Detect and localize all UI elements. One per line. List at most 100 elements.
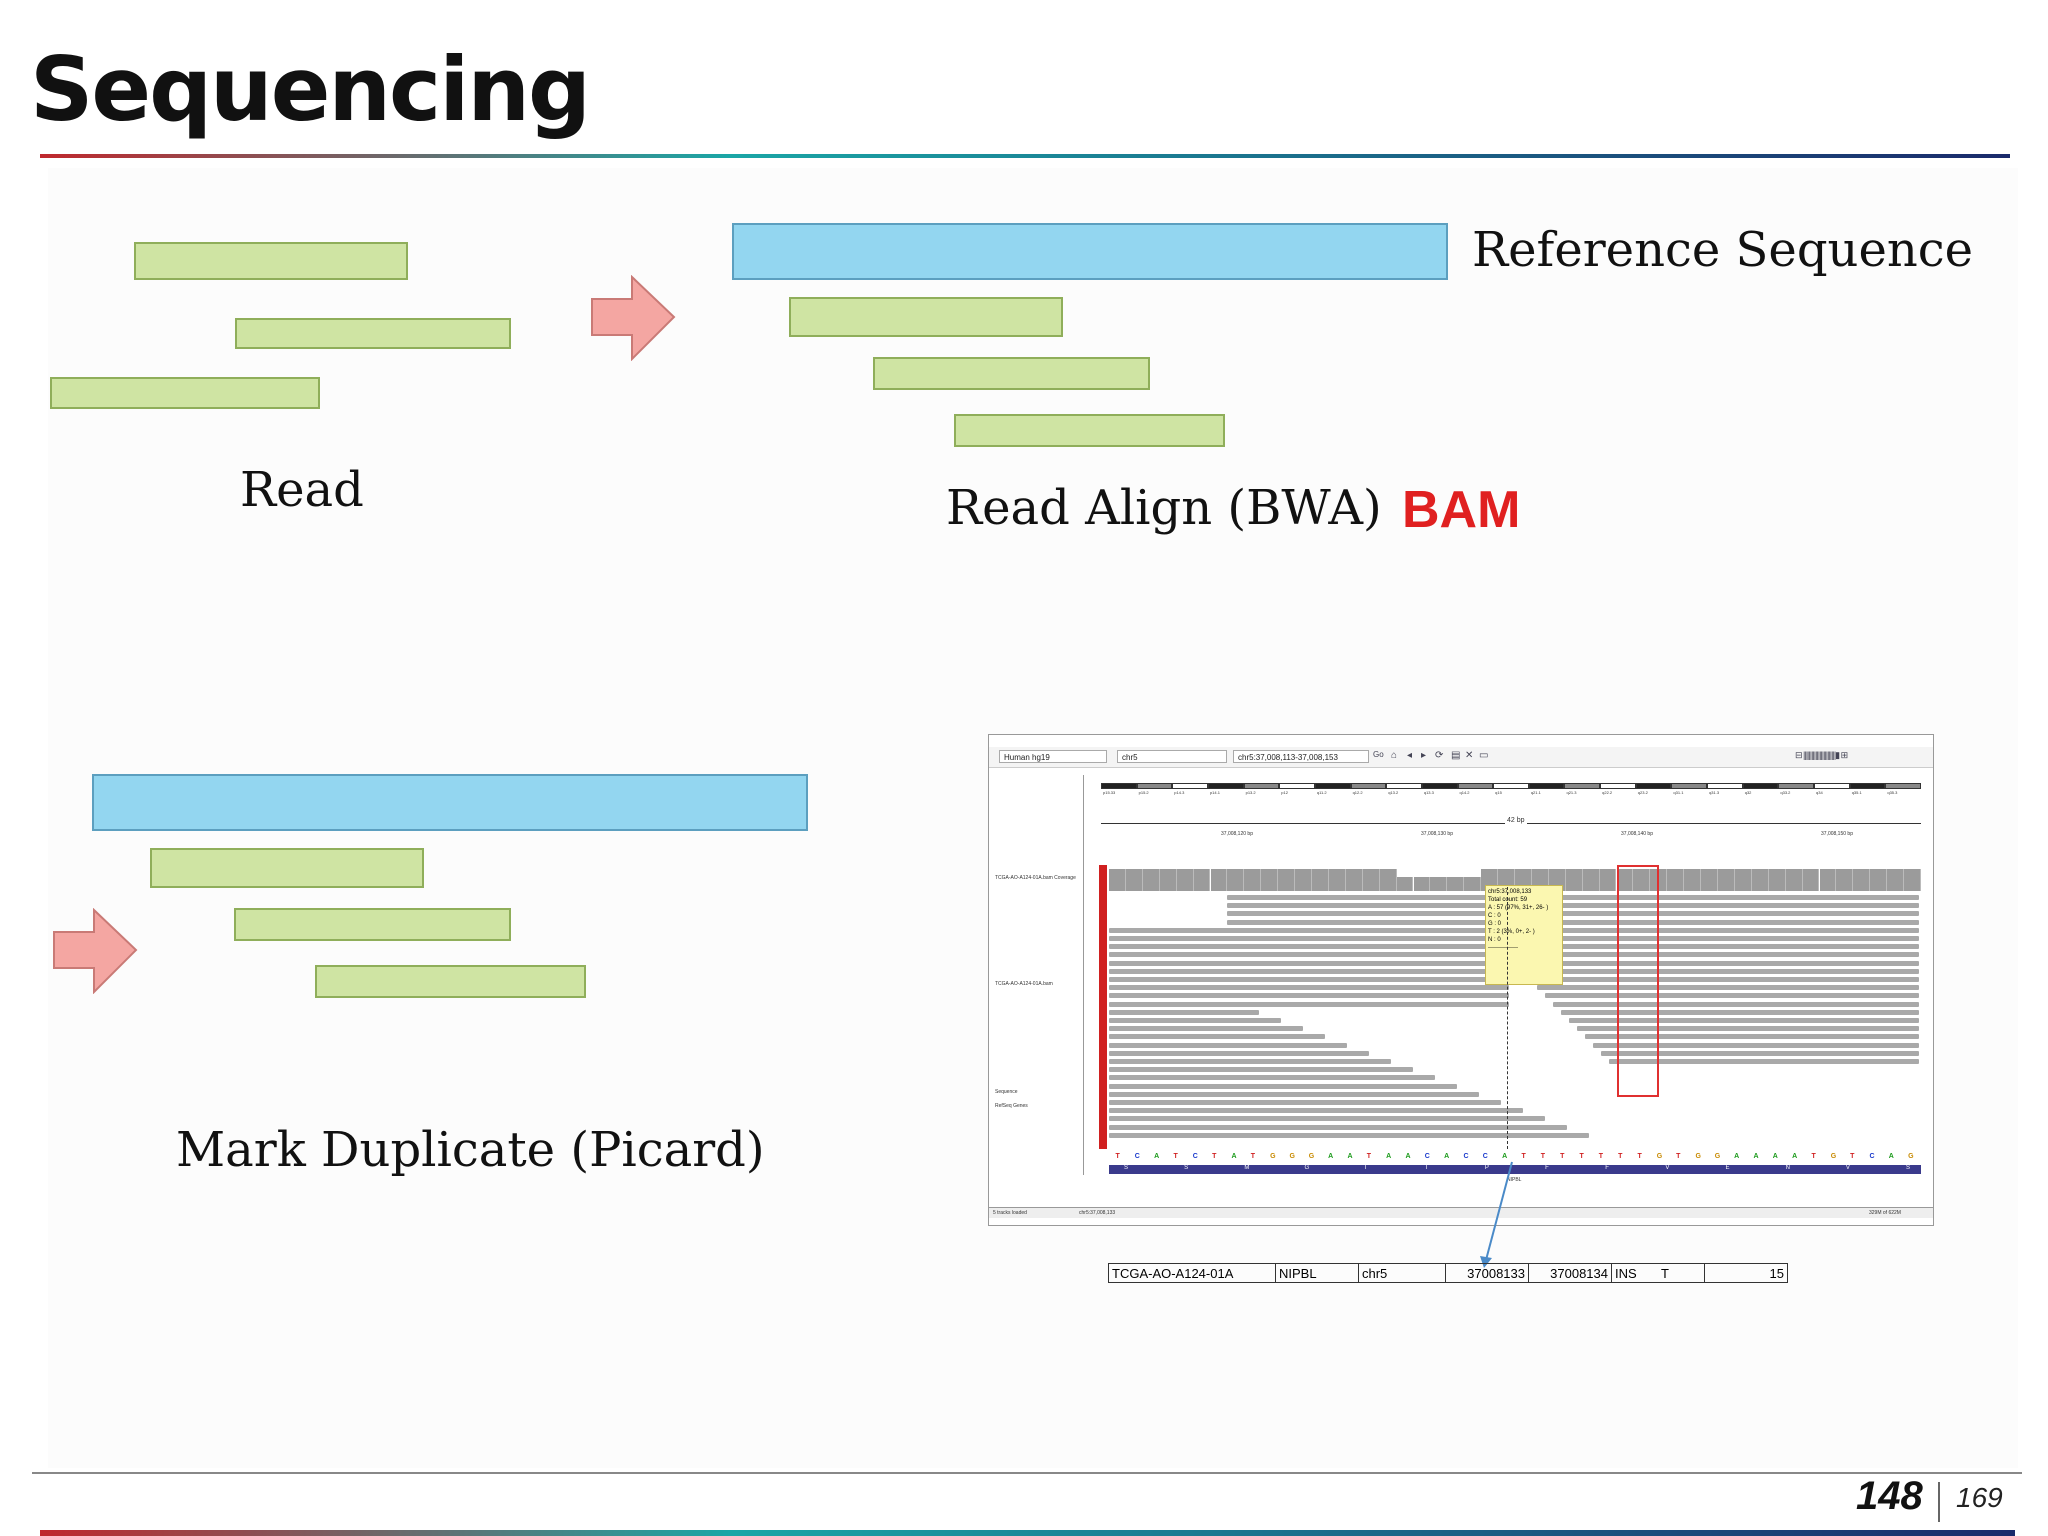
table-row: TCGA-AO-A124-01A NIPBL chr5 37008133 370… [1108,1263,1788,1283]
refresh-icon[interactable]: ⟳ [1435,750,1444,761]
sequence-base: G [1714,1153,1721,1160]
sequence-base: A [1734,1153,1740,1160]
reads-track-name: TCGA-AO-A124-01A.bam [995,981,1053,987]
igv-browser-screenshot: Human hg19 chr5 chr5:37,008,113-37,008,1… [988,734,1934,1226]
popup-line: T : 2 (3%, 0+, 2- ) [1488,929,1535,935]
aligned-read [1593,1042,1919,1048]
read-bar-2 [235,318,511,349]
aligned-read [1227,903,1509,909]
aligned-read [1545,993,1919,999]
coverage-bar [1819,869,1837,891]
amino-acid: E [1725,1165,1730,1171]
aligned-read [1109,1067,1413,1073]
chromosome-select[interactable]: chr5 [1117,750,1227,763]
aligned-read [1227,911,1509,917]
cytoband-label: q31.1 [1673,790,1684,795]
popup-line: A : 57 (97%, 31+, 26- ) [1488,905,1549,911]
sequence-base: G [1308,1153,1315,1160]
home-icon[interactable]: ⌂ [1391,750,1398,761]
forward-icon[interactable]: ▸ [1421,750,1427,761]
coverage-bar [1802,869,1820,891]
amino-acid: S [1124,1165,1129,1171]
coverage-bar [1312,869,1329,891]
base-info-popup: chr5:37,008,133 Total count: 59 A : 57 (… [1485,885,1563,985]
sequence-base: G [1695,1153,1701,1160]
cursor-line [1507,887,1508,1149]
aligned-read [1553,1001,1919,1007]
refseq-track-name: RefSeq Genes [995,1103,1028,1109]
cytoband [1314,783,1351,789]
aligned-read [1109,1018,1281,1023]
coverage-bar [1904,869,1921,891]
amino-acid: S [1184,1165,1189,1171]
back-icon[interactable]: ◂ [1407,750,1413,761]
aligned-read [1561,1009,1919,1015]
table-cell: INS [1611,1263,1658,1283]
aligned-read [1109,968,1509,974]
cytoband-label: q14.2 [1459,790,1470,795]
aligned-read [1377,968,1919,974]
table-cell: TCGA-AO-A124-01A [1108,1263,1276,1283]
aligned-read [1401,944,1919,950]
igv-toolbar: Human hg19 chr5 chr5:37,008,113-37,008,1… [989,747,1933,768]
sequence-base: A [1154,1153,1160,1160]
coverage-bar [1887,869,1905,891]
popup-line: N : 0 [1488,937,1501,943]
ruler-tick-label: 37,008,150 bp [1821,831,1853,837]
table-cell: T [1658,1263,1705,1283]
sequence-base: A [1753,1153,1759,1160]
sequence-base: T [1212,1153,1217,1160]
aligned-read [1109,936,1509,941]
locus-input[interactable]: chr5:37,008,113-37,008,153 [1233,750,1369,763]
zoom-slider[interactable]: ⊟ ||||||||||||||||||||||||▮ ⊞ [1795,750,1848,760]
table-cell: chr5 [1358,1263,1446,1283]
cytoband-label: q35.3 [1887,790,1898,795]
sequence-base: A [1328,1153,1334,1160]
popup-line: Total count: 59 [1488,897,1528,903]
aligned-read [1109,1108,1523,1114]
aligned-read [1385,960,1919,966]
cytoband [1671,783,1708,789]
close-icon[interactable]: ✕ [1465,750,1474,761]
amino-acid: N [1785,1165,1790,1171]
cytoband-label: q21.1 [1530,790,1541,795]
gene-name-label: NIPBL [1507,1177,1522,1183]
amino-acid: P [1484,1165,1489,1171]
coverage-bar [1582,869,1600,891]
coverage-bar [1430,877,1448,891]
aligned-read [1227,895,1509,900]
cytoband [1635,783,1672,789]
cytoband [1528,783,1565,789]
aligned-read-1 [789,297,1063,337]
coverage-bar [1701,869,1718,891]
sequence-base: C [1134,1153,1140,1160]
cytoband [1493,783,1529,789]
title-divider [40,154,2010,158]
go-button[interactable]: Go [1373,750,1384,759]
sequence-base: T [1250,1153,1256,1160]
aligned-read [1585,1034,1919,1040]
coverage-bar [1633,869,1651,891]
sequence-base: A [1502,1153,1508,1160]
sequence-base: C [1463,1153,1469,1160]
read-label: Read [240,462,364,518]
aligned-read [1109,985,1509,991]
cytoband-label: p14.3 [1174,790,1185,795]
right-arrow-icon [591,275,676,361]
coverage-bar [1785,869,1803,891]
aligned-read [1109,1042,1347,1048]
sequence-base: G [1830,1153,1837,1160]
coverage-bar [1464,877,1482,891]
aligned-read [1109,1009,1259,1015]
cytoband-label: q15 [1495,790,1502,795]
genome-select[interactable]: Human hg19 [999,750,1107,763]
aligned-read [1393,952,1919,958]
igv-status-bar: 5 tracks loaded chr5:37,008,133 329M of … [989,1207,1933,1218]
page-total: 169 [1956,1482,2003,1513]
ruler-icon[interactable]: ▤ [1451,750,1461,761]
popup-icon[interactable]: ▭ [1479,750,1489,761]
aligned-read [1417,927,1919,933]
cytoband-label: q13.3 [1423,790,1434,795]
sequence-base: A [1792,1153,1798,1160]
